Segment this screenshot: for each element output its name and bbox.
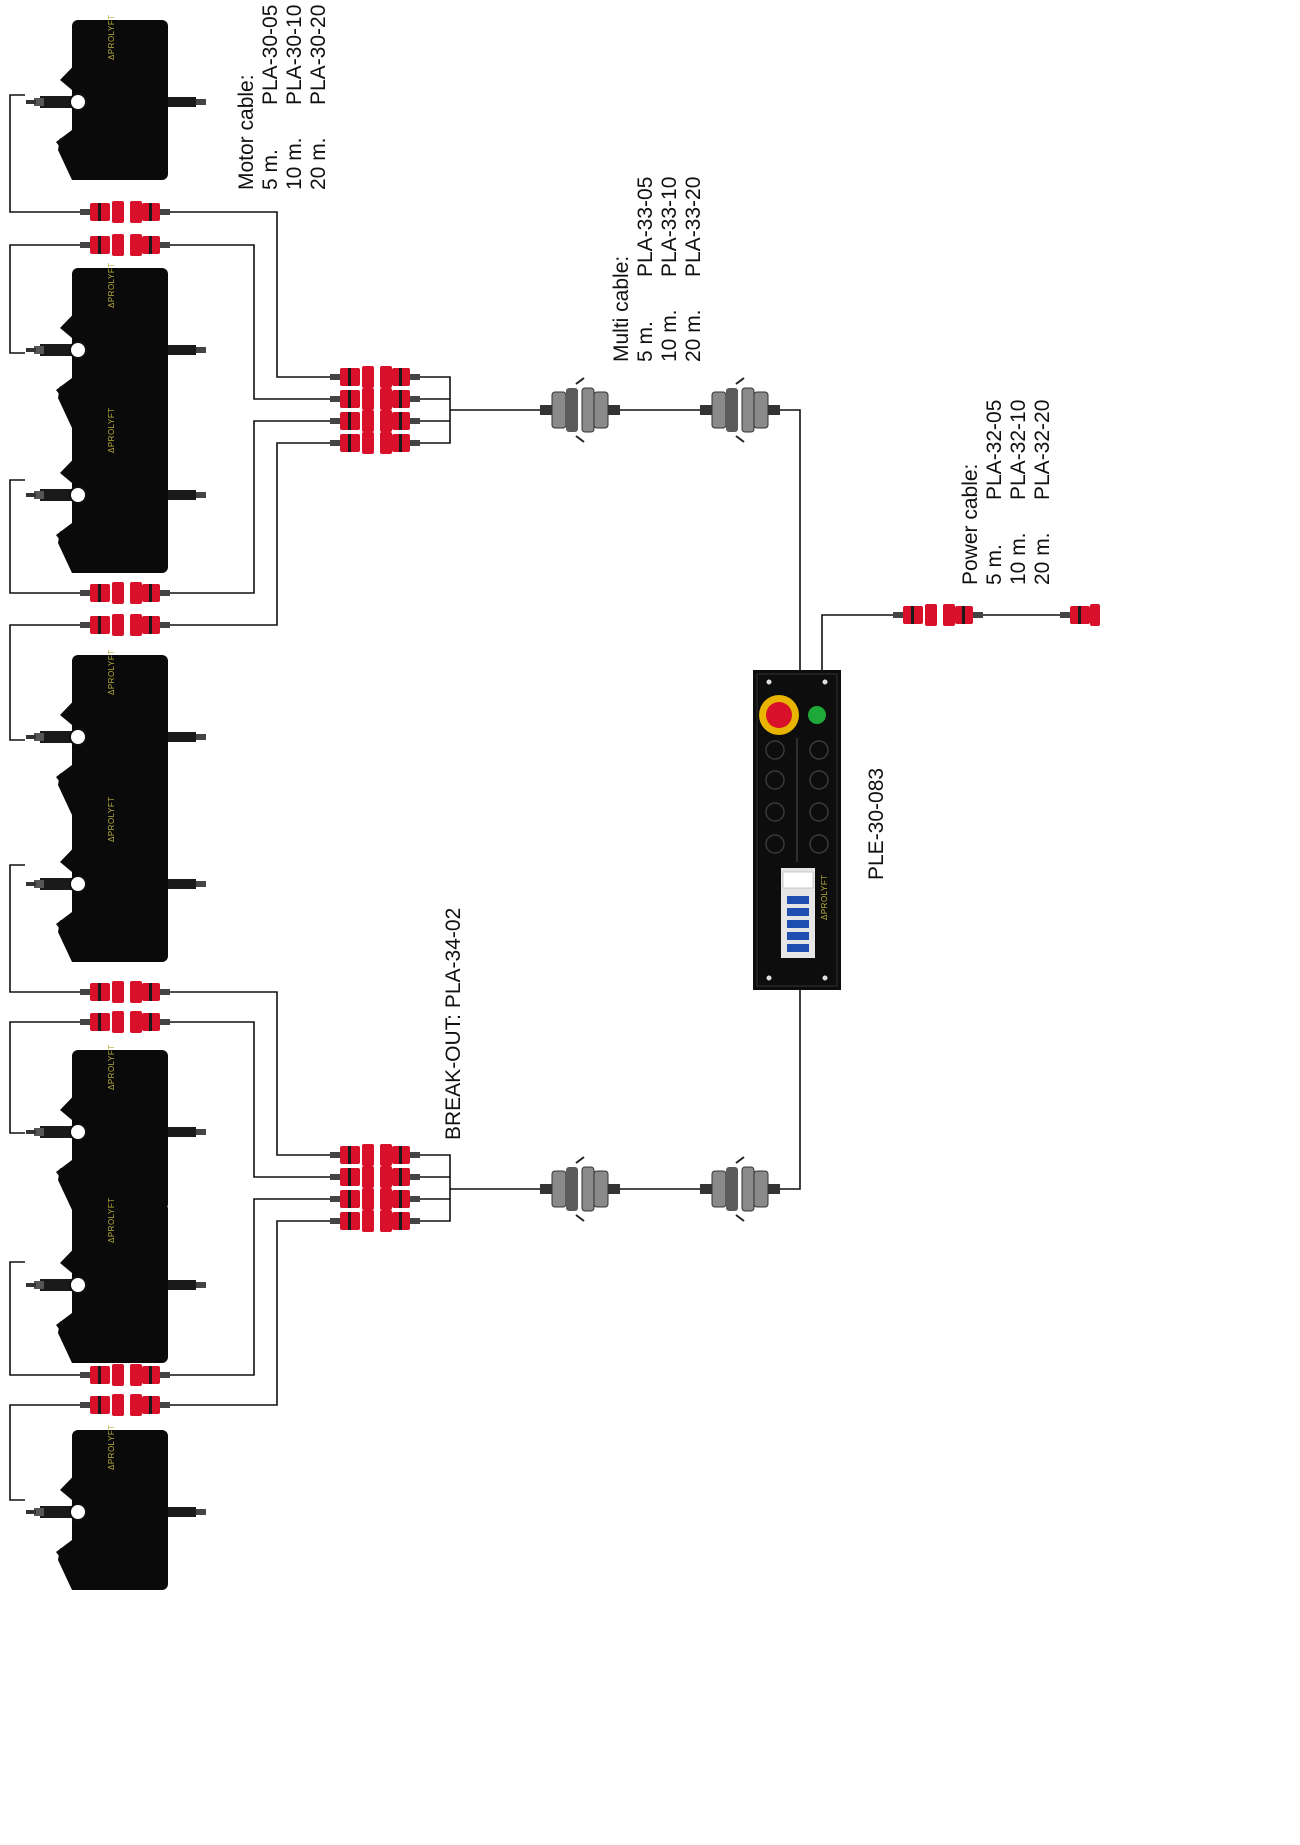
green-indicator-icon bbox=[808, 706, 826, 724]
controller-label: PLE-30-083 bbox=[865, 768, 888, 880]
hoist-motor-8 bbox=[25, 1423, 207, 1591]
svg-text:5 m.: 5 m. bbox=[259, 149, 282, 190]
svg-text:PLA-30-10: PLA-30-10 bbox=[283, 5, 306, 105]
svg-text:PLA-32-20: PLA-32-20 bbox=[1031, 400, 1054, 500]
svg-text:20 m.: 20 m. bbox=[682, 309, 705, 362]
svg-text:10 m.: 10 m. bbox=[658, 309, 681, 362]
svg-text:Power cable:: Power cable: bbox=[959, 464, 982, 585]
hoist-motor-3 bbox=[25, 406, 207, 574]
hoist-motor-2 bbox=[25, 261, 207, 429]
svg-text:PLA-30-05: PLA-30-05 bbox=[259, 5, 282, 105]
wires bbox=[9, 94, 1070, 1501]
svg-text:5 m.: 5 m. bbox=[634, 321, 657, 362]
svg-text:20 m.: 20 m. bbox=[1031, 532, 1054, 585]
svg-text:PLA-32-10: PLA-32-10 bbox=[1007, 400, 1030, 500]
multi-cable-label: Multi cable: 5 m. 10 m. 20 m. PLA-33-05 … bbox=[610, 177, 705, 362]
hoist-motor-7 bbox=[25, 1196, 207, 1364]
svg-text:20 m.: 20 m. bbox=[307, 137, 330, 190]
hoist-motor-5 bbox=[25, 795, 207, 963]
hoist-motor-1 bbox=[25, 13, 207, 181]
svg-text:10 m.: 10 m. bbox=[1007, 532, 1030, 585]
breakout-label: BREAK-OUT: PLA-34-02 bbox=[442, 908, 465, 1140]
svg-text:5 m.: 5 m. bbox=[983, 544, 1006, 585]
svg-text:PLA-33-05: PLA-33-05 bbox=[634, 177, 657, 277]
svg-text:Motor cable:: Motor cable: bbox=[235, 74, 258, 190]
svg-text:PLA-30-20: PLA-30-20 bbox=[307, 5, 330, 105]
hoist-motor-4 bbox=[25, 648, 207, 816]
multi-cable-connectors bbox=[539, 377, 781, 1222]
svg-text:PLA-33-20: PLA-33-20 bbox=[682, 177, 705, 277]
svg-text:PLA-33-10: PLA-33-10 bbox=[658, 177, 681, 277]
svg-text:PLA-32-05: PLA-32-05 bbox=[983, 400, 1006, 500]
breakout-connectors bbox=[330, 366, 420, 1232]
motor-cable-label: Motor cable: 5 m. 10 m. 20 m. PLA-30-05 … bbox=[235, 5, 330, 190]
svg-text:Multi cable:: Multi cable: bbox=[610, 256, 633, 362]
power-cable-label: Power cable: 5 m. 10 m. 20 m. PLA-32-05 … bbox=[959, 400, 1054, 585]
svg-text:ΔPROLYFT: ΔPROLYFT bbox=[820, 874, 829, 920]
controller-unit: ΔPROLYFT bbox=[753, 670, 841, 990]
svg-text:10 m.: 10 m. bbox=[283, 137, 306, 190]
power-connectors bbox=[893, 604, 1100, 626]
hoist-motor-6 bbox=[25, 1043, 207, 1211]
